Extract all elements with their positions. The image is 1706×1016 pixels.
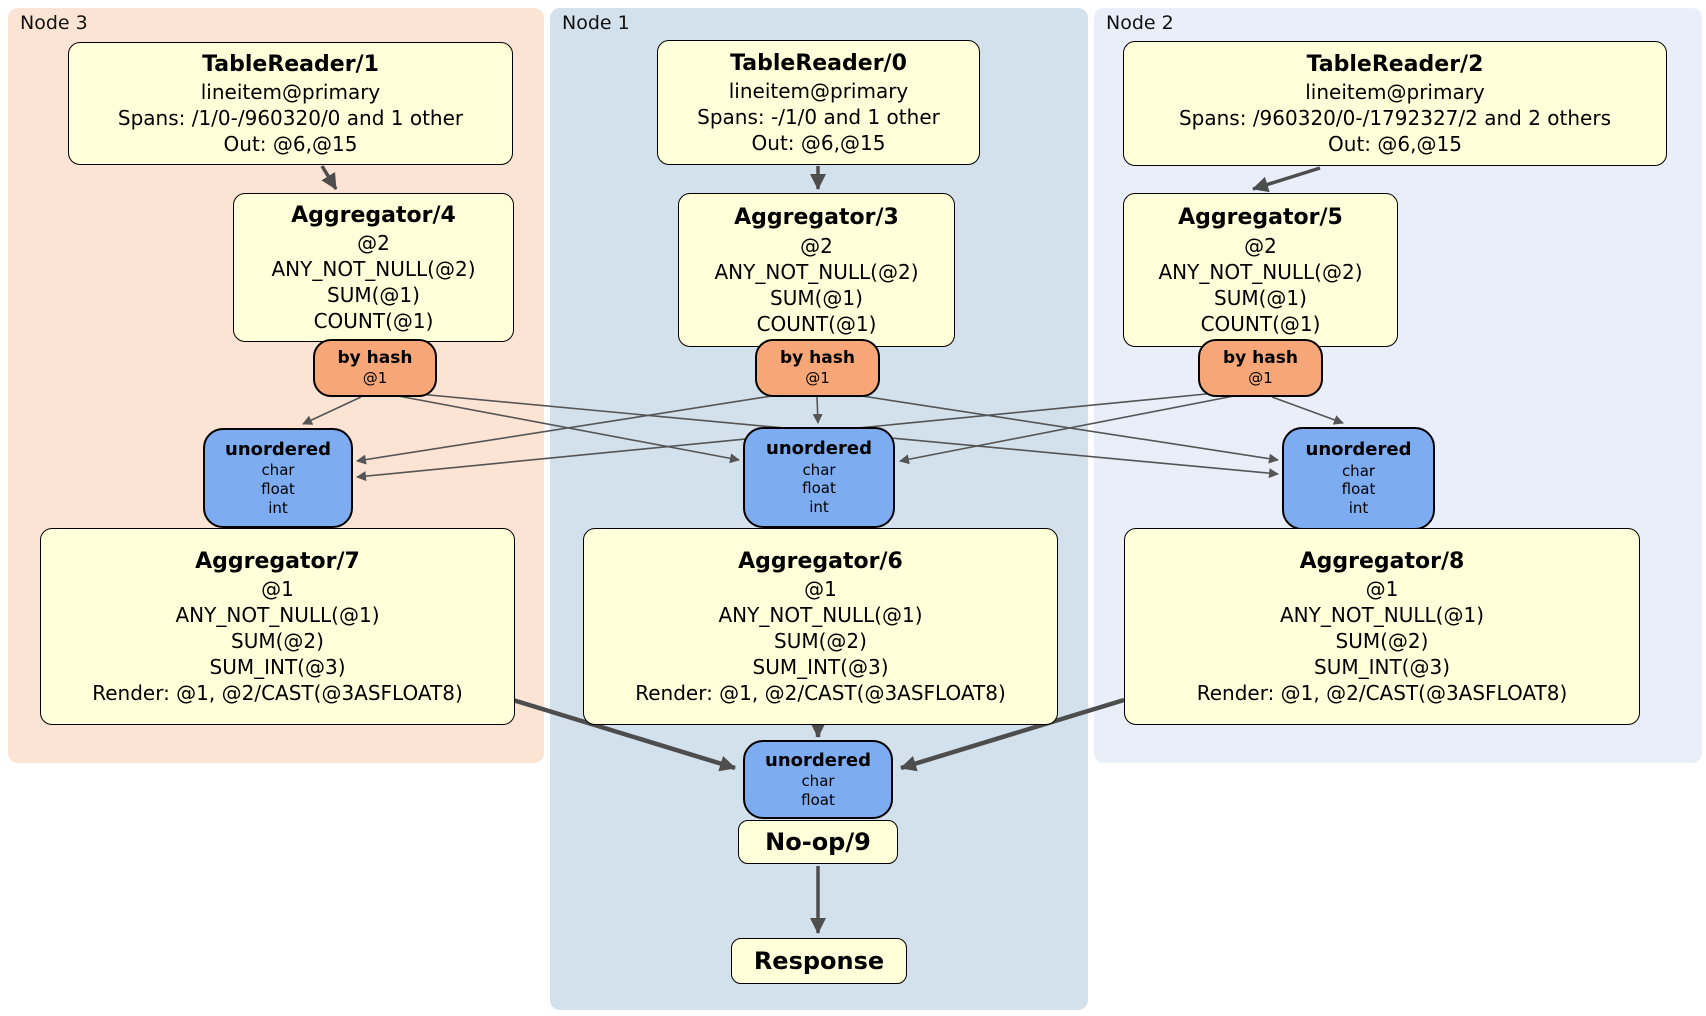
box-line: ANY_NOT_NULL(@2) [1158,259,1363,284]
node1-label: Node 1 [562,12,630,34]
router-title: by hash [780,348,855,368]
box-line: Out: @6,@15 [751,131,886,156]
hash-router-3: by hash @1 [755,339,880,397]
sync-title: unordered [225,438,331,460]
box-line: SUM(@2) [231,629,324,654]
hash-router-5: by hash @1 [1198,339,1323,397]
box-line: COUNT(@1) [1200,311,1321,336]
box-title: TableReader/2 [1306,51,1484,77]
box-line: SUM(@1) [327,283,420,308]
box-line: @1 [804,577,837,602]
box-line: ANY_NOT_NULL(@1) [718,603,923,628]
box-line: @2 [800,233,833,258]
sync-item: char [261,461,295,480]
aggregator-7-box: Aggregator/7 @1 ANY_NOT_NULL(@1) SUM(@2)… [40,528,515,725]
box-line: SUM(@1) [770,285,863,310]
box-line: ANY_NOT_NULL(@1) [1280,603,1484,628]
tablereader-1-box: TableReader/1 lineitem@primary Spans: /1… [68,42,513,165]
box-line: COUNT(@1) [313,309,434,334]
sync-unordered-7: unordered char float int [203,428,353,528]
tablereader-0-box: TableReader/0 lineitem@primary Spans: -/… [657,40,980,165]
box-line: Render: @1, @2/CAST(@3ASFLOAT8) [1196,681,1568,706]
aggregator-3-box: Aggregator/3 @2 ANY_NOT_NULL(@2) SUM(@1)… [678,193,955,347]
aggregator-4-box: Aggregator/4 @2 ANY_NOT_NULL(@2) SUM(@1)… [233,193,514,342]
sync-unordered-8: unordered char float int [1282,427,1435,530]
node3-label: Node 3 [20,12,88,34]
box-line: lineitem@primary [728,79,909,104]
response-box: Response [731,938,907,984]
box-line: SUM_INT(@3) [209,655,346,680]
box-line: COUNT(@1) [756,311,877,336]
box-line: @1 [261,577,294,602]
sync-item: char [802,460,836,479]
box-line: SUM(@2) [774,629,867,654]
box-line: Render: @1, @2/CAST(@3ASFLOAT8) [635,681,1006,706]
noop-box: No-op/9 [738,820,898,864]
box-line: @1 [1365,577,1399,602]
box-line: lineitem@primary [1305,80,1485,105]
box-title: Aggregator/6 [738,548,903,574]
box-line: ANY_NOT_NULL(@2) [714,259,919,284]
tablereader-2-box: TableReader/2 lineitem@primary Spans: /9… [1123,41,1667,166]
box-title: Aggregator/4 [291,202,456,228]
hash-router-4: by hash @1 [313,339,437,397]
box-line: Spans: /1/0-/960320/0 and 1 other [117,106,464,131]
box-title: TableReader/1 [202,51,379,77]
router-detail: @1 [1248,369,1273,388]
sync-unordered-final: unordered char float [743,740,893,819]
box-title: Aggregator/5 [1178,205,1343,231]
sync-item: int [268,498,288,517]
box-title: Aggregator/8 [1299,548,1465,574]
router-title: by hash [337,348,413,368]
box-line: lineitem@primary [200,80,381,105]
box-line: @2 [357,231,390,256]
aggregator-6-box: Aggregator/6 @1 ANY_NOT_NULL(@1) SUM(@2)… [583,528,1058,725]
box-line: @2 [1244,233,1277,258]
box-line: Render: @1, @2/CAST(@3ASFLOAT8) [92,681,463,706]
sync-item: char [1341,461,1376,480]
sync-unordered-6: unordered char float int [743,427,895,528]
sync-item: char [801,772,835,790]
box-line: Spans: -/1/0 and 1 other [697,105,940,130]
node2-label: Node 2 [1106,12,1174,34]
box-line: SUM_INT(@3) [752,655,889,680]
box-line: Out: @6,@15 [223,132,358,157]
sync-title: unordered [1305,439,1412,461]
box-title: TableReader/0 [730,50,907,76]
box-line: SUM(@1) [1214,285,1307,310]
aggregator-8-box: Aggregator/8 @1 ANY_NOT_NULL(@1) SUM(@2)… [1124,528,1640,725]
router-title: by hash [1223,348,1298,368]
sync-title: unordered [766,438,872,460]
box-line: ANY_NOT_NULL(@2) [271,257,476,282]
box-title: Aggregator/7 [195,548,360,574]
sync-title: unordered [765,749,871,771]
box-title: No-op/9 [765,828,871,856]
box-line: SUM_INT(@3) [1314,655,1450,680]
box-title: Aggregator/3 [734,205,899,231]
aggregator-5-box: Aggregator/5 @2 ANY_NOT_NULL(@2) SUM(@1)… [1123,193,1398,347]
sync-item: float [1341,480,1376,499]
router-detail: @1 [805,369,830,388]
sync-item: float [801,790,835,809]
sync-item: float [802,479,836,498]
box-line: Out: @6,@15 [1328,132,1462,157]
sync-item: int [809,498,829,517]
sync-item: int [1348,499,1369,518]
sync-item: float [261,479,295,498]
box-line: Spans: /960320/0-/1792327/2 and 2 others [1178,106,1611,131]
router-detail: @1 [362,369,388,388]
box-title: Response [753,947,885,975]
box-line: ANY_NOT_NULL(@1) [175,603,380,628]
box-line: SUM(@2) [1335,629,1429,654]
